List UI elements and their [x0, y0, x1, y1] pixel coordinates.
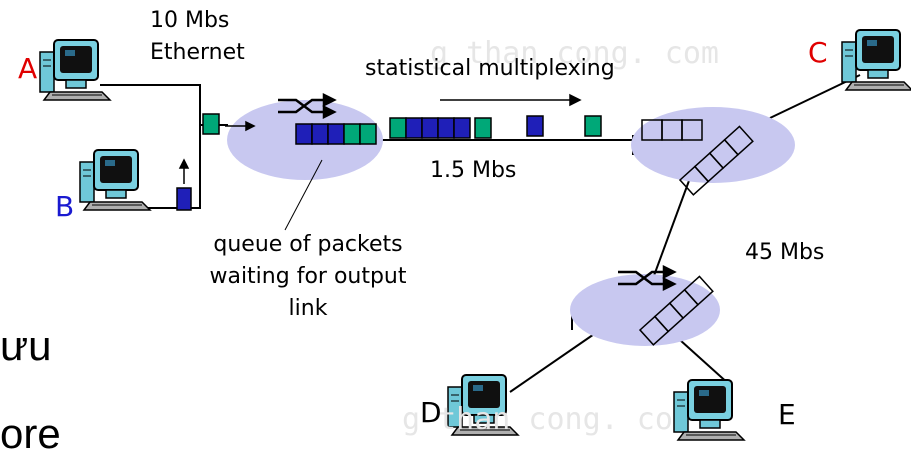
queued-packet [327, 123, 345, 145]
multiplexing-label: statistical multiplexing [365, 56, 615, 81]
in-flight-packet [474, 117, 492, 139]
router-2-output-buffer-c [641, 119, 703, 141]
host-b-computer-icon [79, 149, 151, 211]
queued-packet [295, 123, 313, 145]
queue-caption-line-1: queue of packets [213, 232, 403, 257]
host-b-label: B [55, 190, 75, 223]
slide-text-fragment-2: ore [0, 410, 61, 457]
host-c-computer-icon [841, 29, 911, 91]
router-3-output-buffer [638, 275, 714, 346]
router-3-crossing-arrows-icon [618, 264, 677, 292]
packet-on-link-b [176, 187, 192, 211]
in-flight-packet [421, 117, 439, 139]
in-flight-packet [584, 115, 602, 137]
host-e-computer-icon [673, 379, 745, 441]
queued-packet [311, 123, 329, 145]
in-flight-packet [453, 117, 471, 139]
main-link-speed-label: 1.5 Mbs [430, 158, 517, 183]
packet-on-link-a [202, 113, 220, 135]
link-a-speed-label: 10 Mbs [150, 8, 230, 33]
watermark-top: g than cong. com [430, 36, 719, 71]
multiplexing-arrow-icon [440, 93, 582, 107]
router-link-speed-label: 45 Mbs [745, 240, 825, 265]
host-c-label: C [808, 36, 828, 69]
host-e-label: E [778, 398, 796, 431]
host-a-computer-icon [39, 39, 111, 101]
link-a-to-hub [100, 84, 201, 138]
in-flight-packet [389, 117, 407, 139]
host-a-label: A [18, 52, 38, 85]
link-b-packet-arrow-icon [178, 158, 190, 184]
link-router3-host-e [679, 339, 731, 386]
slide-text-fragment-1: ưu [0, 322, 52, 369]
queue-callout-line [284, 159, 323, 231]
link-a-packet-arrow-icon [225, 120, 256, 132]
queue-caption-line-2: waiting for output [209, 264, 407, 289]
queue-caption-line-3: link [288, 296, 328, 321]
router-2 [631, 107, 795, 183]
watermark-bottom: g than cong. co [402, 402, 673, 437]
queued-packet [359, 123, 377, 145]
in-flight-packet [437, 117, 455, 139]
queued-packet [343, 123, 361, 145]
host-d-label: D [420, 396, 442, 429]
in-flight-packet [405, 117, 423, 139]
link-a-type-label: Ethernet [150, 40, 245, 65]
link-router3-host-d [509, 329, 601, 393]
in-flight-packet [526, 115, 544, 137]
router-1-crossing-arrows-icon [278, 92, 337, 120]
router-2-output-buffer-router3 [678, 125, 754, 196]
